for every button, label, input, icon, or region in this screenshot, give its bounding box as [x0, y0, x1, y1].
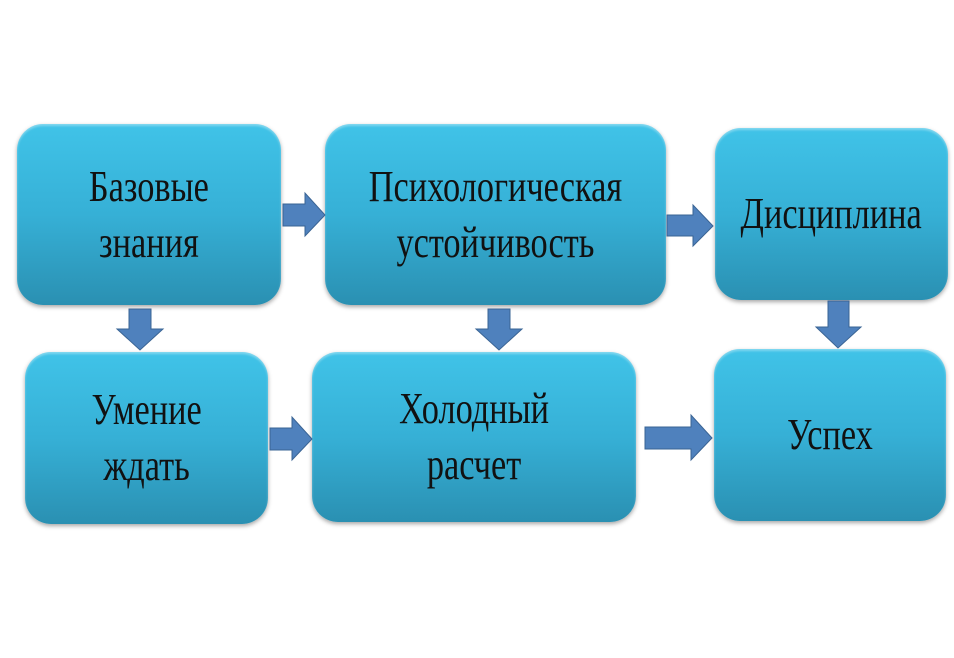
arrow-right-icon [644, 413, 713, 462]
node-text: Холодный [399, 384, 549, 433]
node-text: знания [99, 217, 199, 267]
node-basic-knowledge: Базовые знания [17, 124, 281, 305]
arrow-right-icon [666, 203, 714, 248]
node-ability-to-wait: Умение ждать [25, 352, 268, 524]
node-psychological-stability: Психологическая устойчивость [325, 124, 666, 305]
node-text: Психологическая [368, 161, 623, 211]
node-text: Базовые [89, 161, 209, 211]
arrow-down-icon [474, 308, 524, 351]
node-text: ждать [103, 441, 190, 490]
node-text: Дисциплина [740, 189, 923, 238]
arrow-down-icon [814, 300, 863, 349]
arrow-right-icon [282, 191, 326, 238]
node-success: Успех [714, 349, 946, 521]
arrow-right-icon [269, 415, 313, 462]
node-discipline: Дисциплина [715, 128, 948, 300]
node-text: Успех [787, 410, 873, 459]
arrow-down-icon [115, 308, 165, 351]
node-cold-calculation: Холодный расчет [312, 352, 636, 522]
node-text: Умение [91, 385, 202, 434]
node-text: устойчивость [396, 217, 595, 267]
node-text: расчет [426, 440, 522, 489]
